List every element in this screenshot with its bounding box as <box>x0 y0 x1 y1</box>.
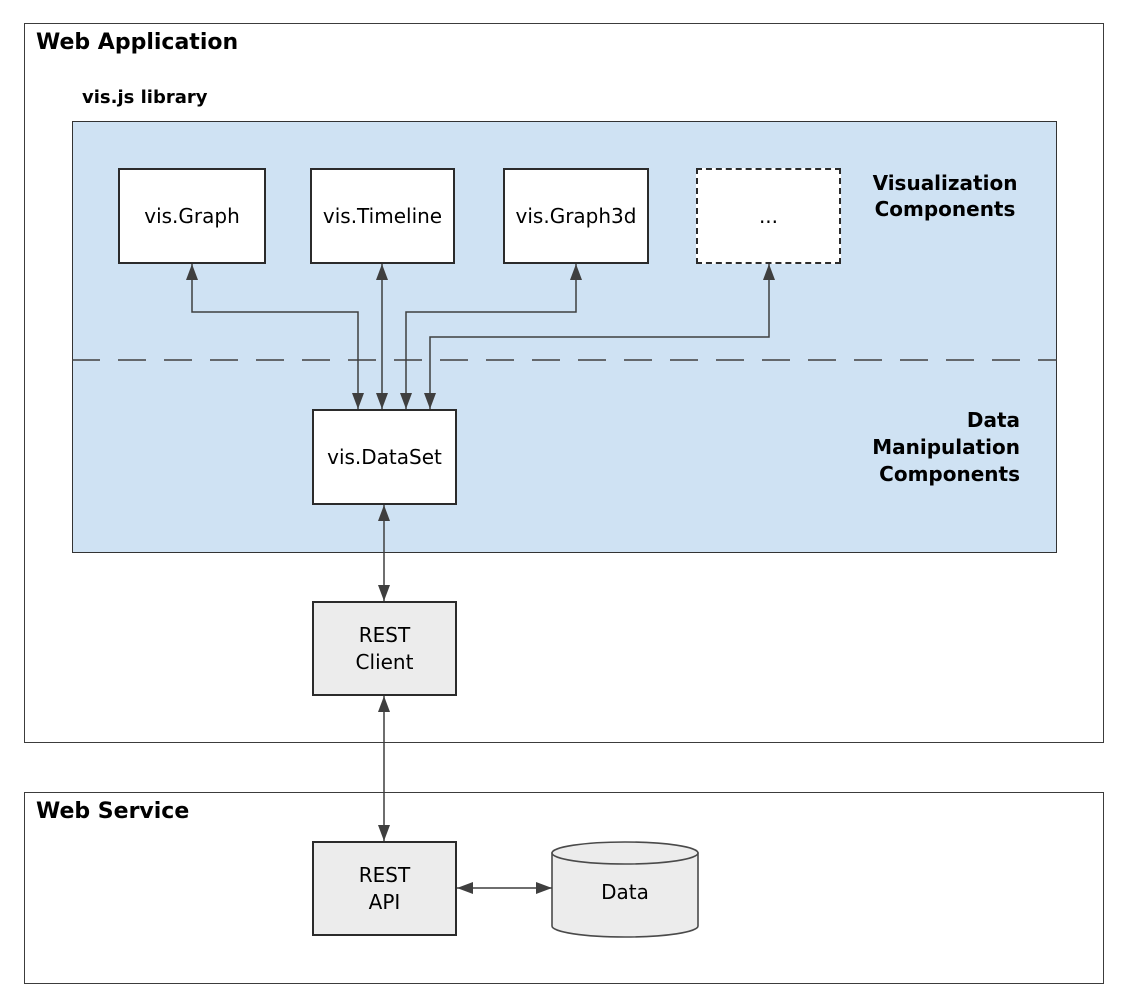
web-service-title: Web Service <box>36 799 190 824</box>
web-service-container <box>24 792 1104 984</box>
visjs-library-label: vis.js library <box>82 87 208 108</box>
web-application-container <box>24 23 1104 743</box>
box-more-components: ... <box>696 168 841 264</box>
data-manipulation-components-label: Data Manipulation Components <box>872 408 1020 486</box>
box-vis-graph3d: vis.Graph3d <box>503 168 649 264</box>
visualization-components-label: Visualization Components <box>872 171 1018 221</box>
box-vis-dataset: vis.DataSet <box>312 409 457 505</box>
box-rest-client: REST Client <box>312 601 457 696</box>
box-vis-graph: vis.Graph <box>118 168 266 264</box>
web-application-title: Web Application <box>36 30 239 55</box>
box-vis-timeline: vis.Timeline <box>310 168 455 264</box>
box-rest-api: REST API <box>312 841 457 936</box>
data-store-label: Data <box>601 880 649 904</box>
